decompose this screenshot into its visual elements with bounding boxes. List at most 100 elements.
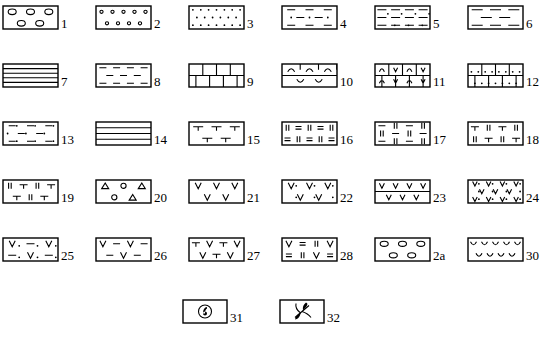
callout-number: 1: [61, 17, 68, 30]
callout-number: 14: [154, 133, 167, 146]
lithology-pattern: [195, 183, 238, 201]
pattern-strokes: [102, 183, 146, 200]
pattern-cell: [3, 238, 58, 261]
pattern-strokes: [9, 126, 53, 141]
pattern-box: [189, 238, 244, 261]
pattern-fill: [295, 303, 307, 320]
pattern-cell: [189, 180, 244, 203]
pattern-strokes: [189, 64, 244, 87]
pattern-box: [375, 180, 430, 203]
pattern-fill: [290, 17, 328, 19]
callout-number: 10: [340, 75, 353, 88]
lithology-pattern: [9, 183, 56, 201]
pattern-cell: [189, 238, 244, 261]
pattern-strokes: [100, 241, 148, 258]
pattern-box: [375, 238, 430, 261]
pattern-strokes: [471, 242, 521, 256]
lithology-pattern: [295, 303, 311, 320]
callout-number: 18: [526, 133, 539, 146]
pattern-cell: [3, 122, 58, 145]
callout-number: 12: [526, 75, 539, 88]
pattern-cell: [3, 180, 58, 203]
pattern-cell: [96, 180, 151, 203]
pattern-box: [468, 6, 523, 29]
pattern-box: [375, 122, 430, 145]
lithology-pattern: [192, 241, 240, 258]
lithology-pattern: [96, 128, 151, 140]
callout-number: 17: [433, 133, 446, 146]
pattern-fill: [387, 13, 430, 26]
callout-number: 19: [61, 191, 74, 204]
lithology-pattern: [286, 241, 333, 258]
pattern-box: [3, 122, 58, 145]
pattern-strokes: [380, 241, 425, 258]
pattern-cell: [282, 238, 337, 261]
lithology-pattern: [288, 183, 333, 201]
callout-number: 20: [154, 191, 167, 204]
lithology-pattern: [472, 10, 520, 25]
pattern-box: [3, 6, 58, 29]
pattern-cell: [282, 64, 337, 87]
pattern-box: [468, 122, 523, 145]
pattern-strokes: [287, 10, 332, 25]
lithology-pattern: [8, 9, 53, 26]
callout-number: 21: [247, 191, 260, 204]
pattern-box: [3, 180, 58, 203]
callout-number: 2a: [433, 249, 445, 262]
pattern-box: [468, 64, 523, 87]
pattern-cell: [468, 64, 523, 87]
pattern-cell: [375, 64, 430, 87]
pattern-box: [375, 64, 430, 87]
pattern-box: [282, 180, 337, 203]
pattern-box: [183, 300, 227, 323]
lithology-pattern: [375, 183, 430, 200]
pattern-box: [282, 122, 337, 145]
pattern-box: [189, 6, 244, 29]
pattern-strokes: [193, 127, 240, 143]
lithology-pattern: [193, 127, 240, 143]
pattern-cell: [375, 122, 430, 145]
callout-number: 25: [61, 249, 74, 262]
lithology-pattern: [99, 68, 147, 83]
pattern-strokes: [9, 183, 56, 201]
pattern-cell: [375, 238, 430, 261]
pattern-strokes: [99, 68, 147, 83]
pattern-strokes: [199, 305, 212, 318]
pattern-cell: [468, 122, 523, 145]
pattern-box: [282, 238, 337, 261]
callout-number: 13: [61, 133, 74, 146]
pattern-cell: [3, 64, 58, 87]
pattern-box: [280, 300, 324, 323]
pattern-fill: [192, 9, 241, 26]
pattern-box: [375, 6, 430, 29]
pattern-strokes: [468, 64, 523, 87]
pattern-box: [282, 64, 337, 87]
pattern-cell: [189, 64, 244, 87]
pattern-strokes: [8, 241, 53, 258]
callout-number: 24: [526, 191, 539, 204]
pattern-box: [3, 238, 58, 261]
pattern-cell: [96, 6, 151, 29]
pattern-cell: [96, 238, 151, 261]
pattern-cell: [96, 64, 151, 87]
pattern-strokes: [195, 183, 238, 201]
pattern-cell: [96, 122, 151, 145]
pattern-cell: [3, 6, 58, 29]
pattern-cell: [282, 180, 337, 203]
pattern-cell: [189, 6, 244, 29]
pattern-cell: [282, 122, 337, 145]
callout-number: 30: [526, 249, 539, 262]
pattern-box: [96, 6, 151, 29]
callout-number: 11: [433, 75, 446, 88]
pattern-box: [96, 64, 151, 87]
pattern-fill: [295, 185, 333, 198]
pattern-cell: [189, 122, 244, 145]
lithology-pattern: [199, 305, 212, 318]
pattern-strokes: [100, 10, 147, 25]
callout-number: 7: [61, 75, 68, 88]
pattern-box: [282, 6, 337, 29]
callout-number: 26: [154, 249, 167, 262]
pattern-cell: [282, 6, 337, 29]
callout-number: 23: [433, 191, 446, 204]
